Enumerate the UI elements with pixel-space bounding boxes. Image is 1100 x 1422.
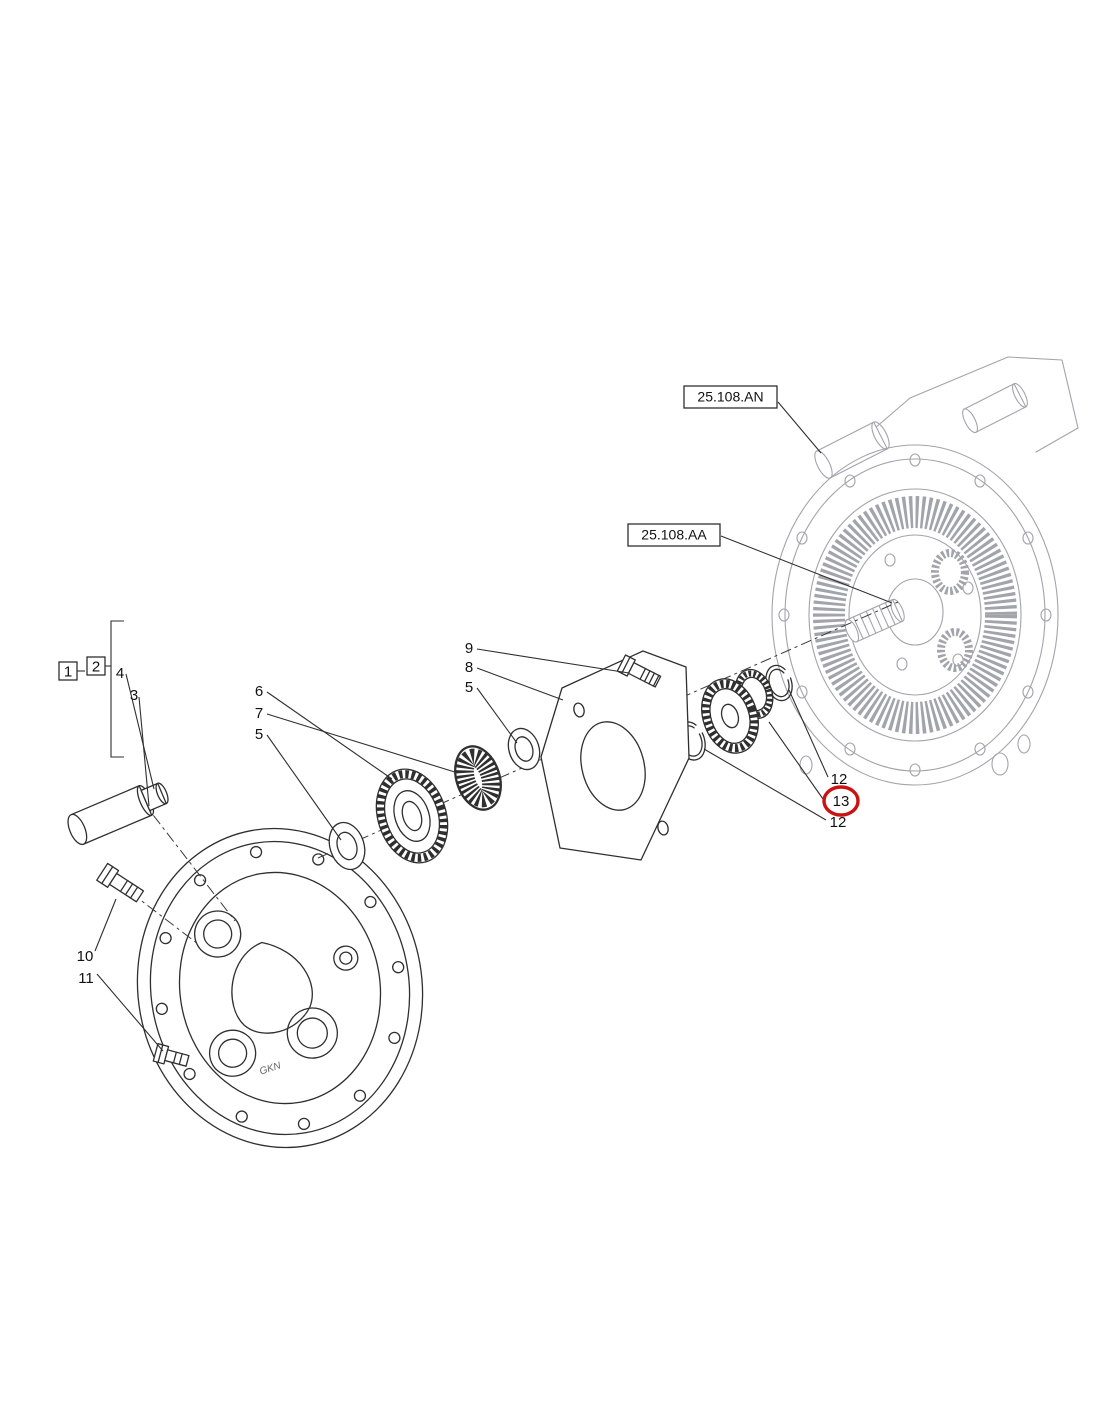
- group-bracket: 1 2: [58, 620, 124, 758]
- callout-numbers: 4 3 6 7 5 9 8 5 12 13 12 10 11: [77, 640, 860, 987]
- needle-bearing: [454, 745, 502, 811]
- ref-label-box-an: [683, 385, 778, 409]
- callout-box-1: [58, 661, 78, 681]
- highlight-circle-13: [822, 785, 860, 817]
- ref-label-an: 25.108.AN: [697, 389, 763, 405]
- bolt-part9: [616, 654, 662, 688]
- callout-5a: 5: [255, 726, 263, 743]
- pinion-gear-part13: [701, 668, 774, 754]
- callout-1: 1: [64, 664, 72, 681]
- pin-bores: [194, 910, 359, 1077]
- leader-lines: [94, 401, 893, 1052]
- carrier-web-opening: [231, 941, 313, 1034]
- bolt-part11: [152, 1042, 190, 1067]
- callout-2: 2: [92, 659, 100, 676]
- callout-10: 10: [77, 948, 94, 965]
- axle-housing-drawing: [771, 356, 1079, 786]
- callout-9: 9: [465, 640, 473, 657]
- sun-shaft: [844, 598, 905, 643]
- planet-gear: [375, 768, 449, 864]
- callout-5b: 5: [465, 679, 473, 696]
- carrier-cover-flange: GKN: [136, 827, 424, 1149]
- housing-bolt-holes: [778, 453, 1052, 777]
- callout-8: 8: [465, 659, 473, 676]
- ref-label-aa: 25.108.AA: [641, 527, 707, 543]
- callout-11: 11: [78, 970, 94, 987]
- callout-4: 4: [116, 665, 124, 682]
- support-plate: [540, 650, 690, 861]
- bolt-part10: [96, 862, 145, 903]
- reference-labels: 25.108.AN 25.108.AA: [627, 385, 778, 547]
- callout-box-2: [86, 656, 106, 676]
- planet-pin: [67, 782, 169, 846]
- washer-left: [328, 821, 366, 871]
- callout-12-top: 12: [831, 771, 848, 788]
- ring-gear-teeth: [813, 496, 1017, 734]
- callout-6: 6: [255, 683, 263, 700]
- callout-12-bottom: 12: [830, 814, 847, 831]
- callout-13: 13: [833, 793, 850, 810]
- ref-label-box-aa: [627, 523, 721, 547]
- washer-right: [507, 727, 541, 771]
- callout-3: 3: [130, 687, 138, 704]
- planetary-set: [884, 549, 974, 672]
- callout-7: 7: [255, 705, 263, 722]
- flange-bolt-holes: [155, 845, 405, 1131]
